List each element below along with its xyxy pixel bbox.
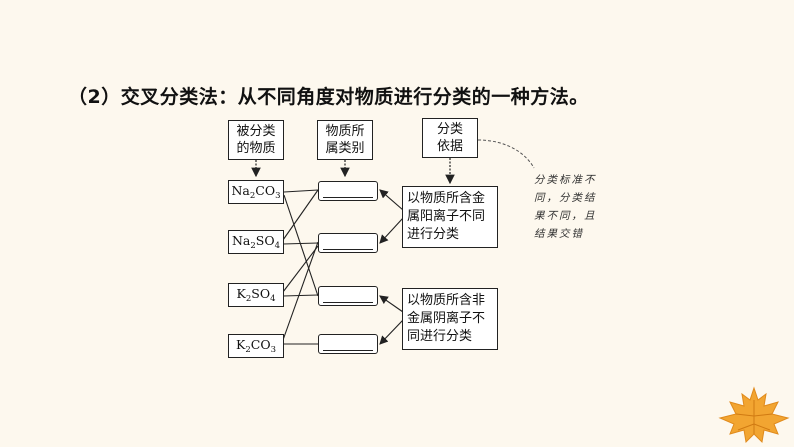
category-blank-4 bbox=[318, 334, 378, 354]
category-blank-1 bbox=[318, 181, 378, 201]
cross-lines bbox=[282, 189, 319, 345]
header-substance: 被分类 的物质 bbox=[228, 120, 284, 160]
substance-na2co3: Na2CO3 bbox=[228, 180, 284, 204]
substance-k2so4: K2SO4 bbox=[228, 283, 284, 307]
header-basis: 分类 依据 bbox=[422, 118, 478, 158]
substance-k2co3: K2CO3 bbox=[228, 334, 284, 358]
basis-cation: 以物质所含金 属阳离子不同 进行分类 bbox=[402, 186, 498, 248]
side-note: 分类标准不同，分类结果不同，且结果交错 bbox=[534, 174, 597, 240]
basis-arrows bbox=[379, 189, 404, 345]
category-blank-2 bbox=[318, 233, 378, 253]
basis-anion: 以物质所含非 金属阴离子不 同进行分类 bbox=[402, 288, 498, 350]
maple-leaf-icon bbox=[718, 386, 790, 444]
substance-na2so4: Na2SO4 bbox=[228, 230, 284, 254]
header-arrows bbox=[251, 158, 455, 185]
note-pointer bbox=[477, 139, 535, 169]
header-category: 物质所 属类别 bbox=[317, 120, 373, 160]
category-blank-3 bbox=[318, 286, 378, 306]
page-title: （2）交叉分类法：从不同角度对物质进行分类的一种方法。 bbox=[68, 86, 589, 108]
